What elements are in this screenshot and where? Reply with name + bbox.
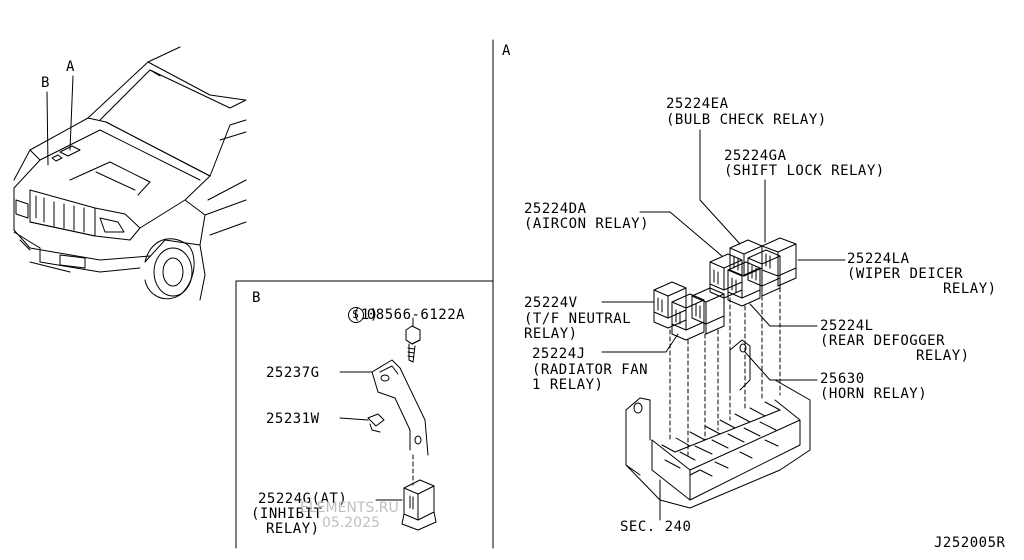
bulb-check-part-number: 25224EA — [666, 96, 729, 112]
radiator-fan-part-number: 25224J — [532, 346, 586, 362]
rear-defogger-desc-2: RELAY) — [916, 348, 970, 364]
inhibit-relay-part-number: 25224G(AT) — [258, 491, 348, 507]
detail-a-title: A — [502, 43, 511, 59]
radiator-fan-desc-1: (RADIATOR FAN — [532, 362, 649, 378]
section-reference: SEC. 240 — [620, 519, 692, 535]
rear-defogger-desc-1: (REAR DEFOGGER — [820, 333, 946, 349]
detail-b-title: B — [252, 290, 261, 306]
bolt-part-number: 08566-6122A — [366, 307, 466, 323]
detail-b-illustration — [339, 317, 437, 531]
bulb-check-desc: (BULB CHECK RELAY) — [666, 112, 827, 128]
wiper-deicer-desc-2: RELAY) — [943, 281, 997, 297]
relay-bulb-check — [709, 253, 743, 299]
clip-part-number: 25231W — [266, 411, 320, 427]
overview-callout-b: B — [41, 75, 50, 91]
shift-lock-desc: (SHIFT LOCK RELAY) — [724, 163, 885, 179]
aircon-desc: (AIRCON RELAY) — [524, 216, 650, 232]
inhibit-relay-desc-1: (INHIBIT — [251, 506, 323, 522]
horn-desc: (HORN RELAY) — [820, 386, 928, 402]
relay-mid — [747, 249, 781, 297]
shift-lock-part-number: 25224GA — [724, 148, 787, 164]
relay-radiator-fan — [671, 293, 705, 341]
watermark-line-1: ELEMENTS.RU — [300, 500, 399, 516]
horn-part-number: 25630 — [820, 371, 865, 387]
rear-defogger-part-number: 25224L — [820, 318, 874, 334]
aircon-part-number: 25224DA — [524, 201, 587, 217]
radiator-fan-desc-2: 1 RELAY) — [532, 377, 604, 393]
panel-dividers — [235, 39, 494, 549]
watermark-line-2: 05.2025 — [322, 515, 380, 531]
bracket-part-number: 25237G — [266, 365, 320, 381]
tf-neutral-desc-2: RELAY) — [524, 326, 578, 342]
wiper-deicer-desc-1: (WIPER DEICER — [847, 266, 964, 282]
tf-neutral-desc-1: (T/F NEUTRAL — [524, 311, 632, 327]
relay-rear-defogger — [727, 261, 761, 307]
inhibit-relay-desc-2: RELAY) — [266, 521, 320, 537]
relay-tf-neutral — [653, 281, 687, 329]
overview-callout-a: A — [66, 59, 75, 75]
relay-aircon — [691, 287, 725, 335]
diagram-code: J252005R — [934, 535, 1006, 551]
relay-wiper-deicer — [761, 237, 797, 287]
detail-a-illustration — [601, 129, 846, 521]
s-symbol-icon: S — [347, 307, 364, 323]
tf-neutral-part-number: 25224V — [524, 295, 578, 311]
relay-shift-lock — [729, 239, 763, 277]
bolt-qty: (1) — [352, 307, 379, 323]
wiper-deicer-part-number: 25224LA — [847, 251, 910, 267]
vehicle-illustration — [13, 46, 247, 301]
